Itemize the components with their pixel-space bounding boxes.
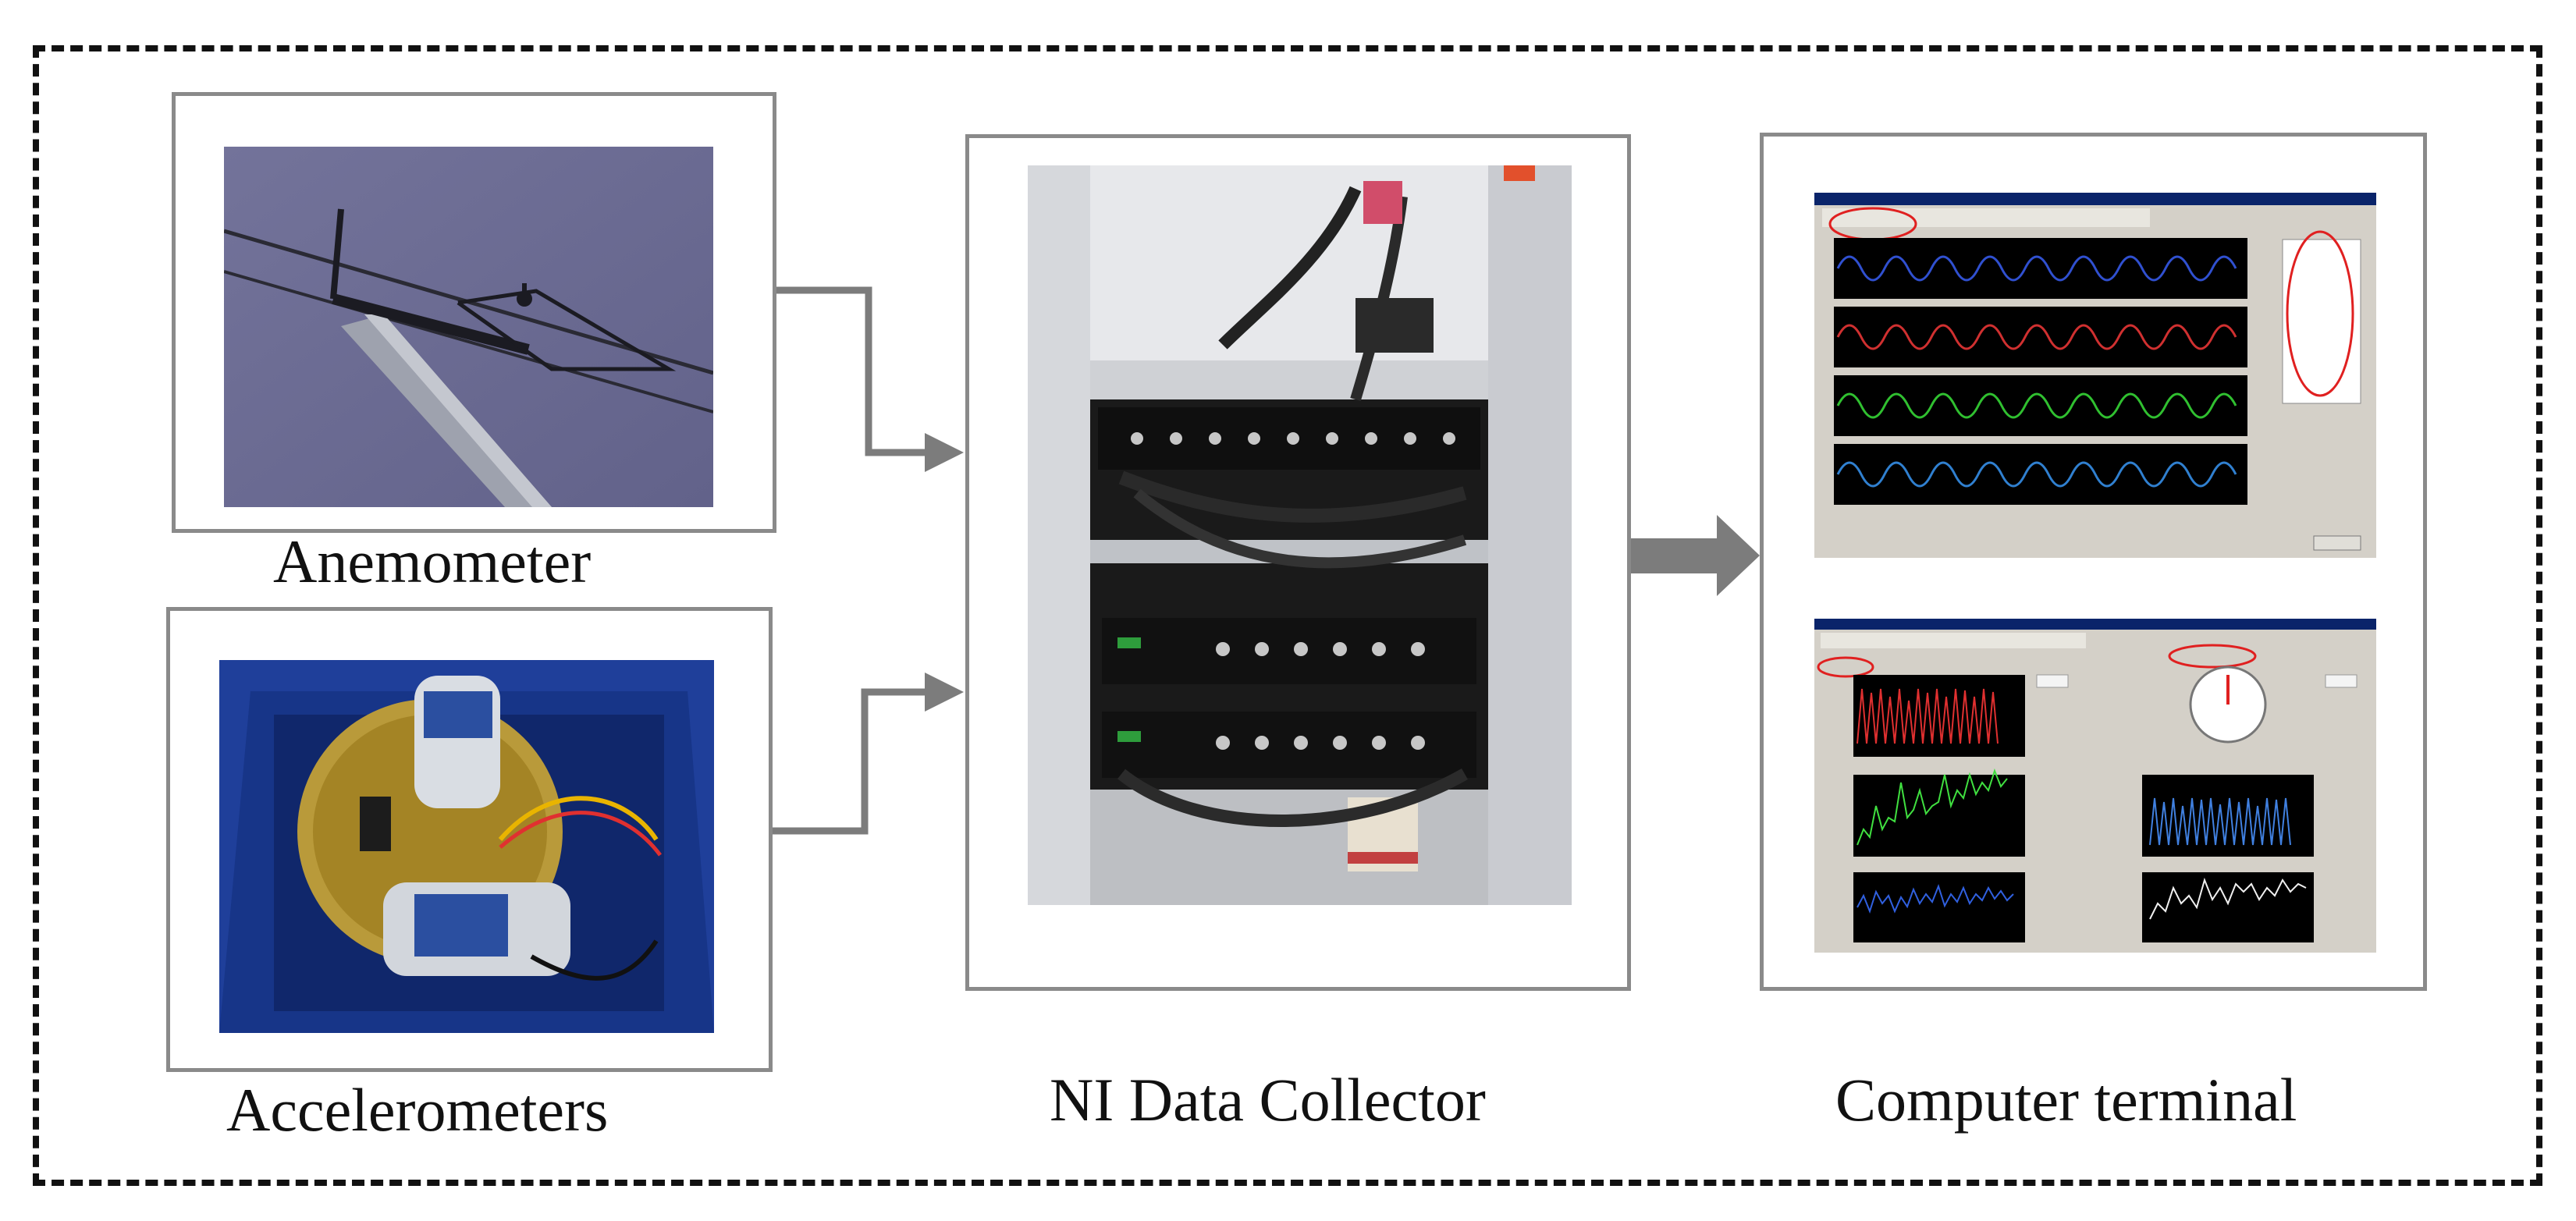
anemometer-photo <box>224 147 713 507</box>
collector-label: NI Data Collector <box>1050 1066 1486 1134</box>
terminal-box <box>1760 133 2427 991</box>
monitor-screenshot <box>1814 193 2376 558</box>
rack-photo <box>1028 165 1572 905</box>
terminal-label: Computer terminal <box>1835 1066 2297 1134</box>
accelerometer-photo <box>219 660 714 1033</box>
arrowhead-2 <box>925 673 964 712</box>
arrow-anemometer-to-collector <box>776 286 925 456</box>
arrow-collector-to-terminal <box>1631 515 1760 596</box>
anemometer-label: Anemometer <box>273 527 592 595</box>
monitor-screenshot-2 <box>1814 619 2376 953</box>
accelerometers-box <box>166 607 773 1072</box>
anemometer-box <box>172 92 776 533</box>
arrow-accelerometers-to-collector <box>773 688 925 835</box>
accelerometers-label: Accelerometers <box>226 1076 609 1144</box>
dashed-frame <box>33 45 2542 1186</box>
collector-box <box>965 134 1631 991</box>
arrowhead-1 <box>925 433 964 472</box>
